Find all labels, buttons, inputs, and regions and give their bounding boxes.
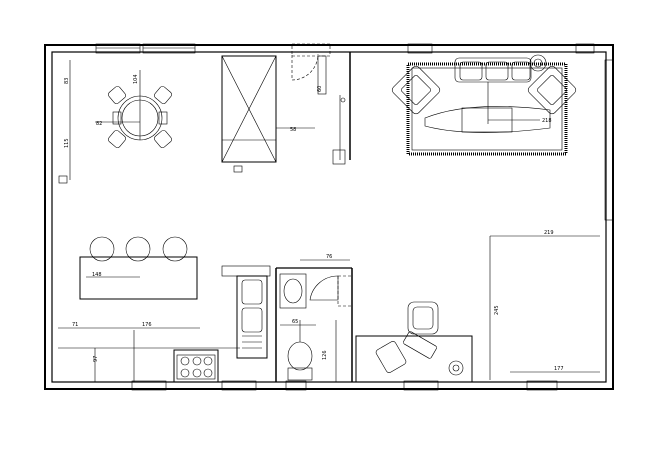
bathroom-fixtures (279, 273, 353, 381)
dim-bottom-right: 177 (554, 366, 564, 372)
dim-door: 60 (317, 86, 323, 92)
office-desk (355, 301, 473, 383)
right-window (604, 59, 614, 221)
dim-table-top: 83 (64, 78, 70, 84)
dim-left-wall: 115 (64, 138, 70, 148)
sofa-set (391, 54, 577, 133)
stove (173, 349, 219, 383)
dim-counter-left: 71 (72, 322, 78, 328)
dim-counter-depth: 97 (93, 356, 99, 362)
dim-table-diameter: 104 (133, 74, 139, 84)
upper-door (291, 43, 331, 95)
kitchen-counter (58, 327, 240, 382)
dim-living-width: 219 (544, 230, 554, 236)
sink-unit (221, 265, 271, 359)
dim-bath-lower-width: 65 (292, 319, 298, 325)
dim-bathroom-width: 76 (326, 254, 332, 260)
dim-sofa: 218 (542, 118, 552, 124)
dim-island: 148 (92, 272, 102, 278)
misc-marks (58, 97, 346, 184)
interior-walls (275, 52, 353, 382)
dim-living-depth: 245 (494, 305, 500, 315)
exterior-walls (44, 44, 614, 390)
bottom-windows (131, 380, 558, 391)
kitchen-island (79, 236, 198, 300)
dim-bath-lower-height: 126 (322, 350, 328, 360)
stair-box (221, 55, 277, 163)
dining-table (95, 70, 172, 148)
top-windows (95, 43, 595, 54)
dim-table-left: 82 (96, 121, 102, 127)
dim-stair-offset: 58 (290, 127, 296, 133)
dim-counter-right: 176 (142, 322, 152, 328)
living-rug (406, 62, 568, 156)
